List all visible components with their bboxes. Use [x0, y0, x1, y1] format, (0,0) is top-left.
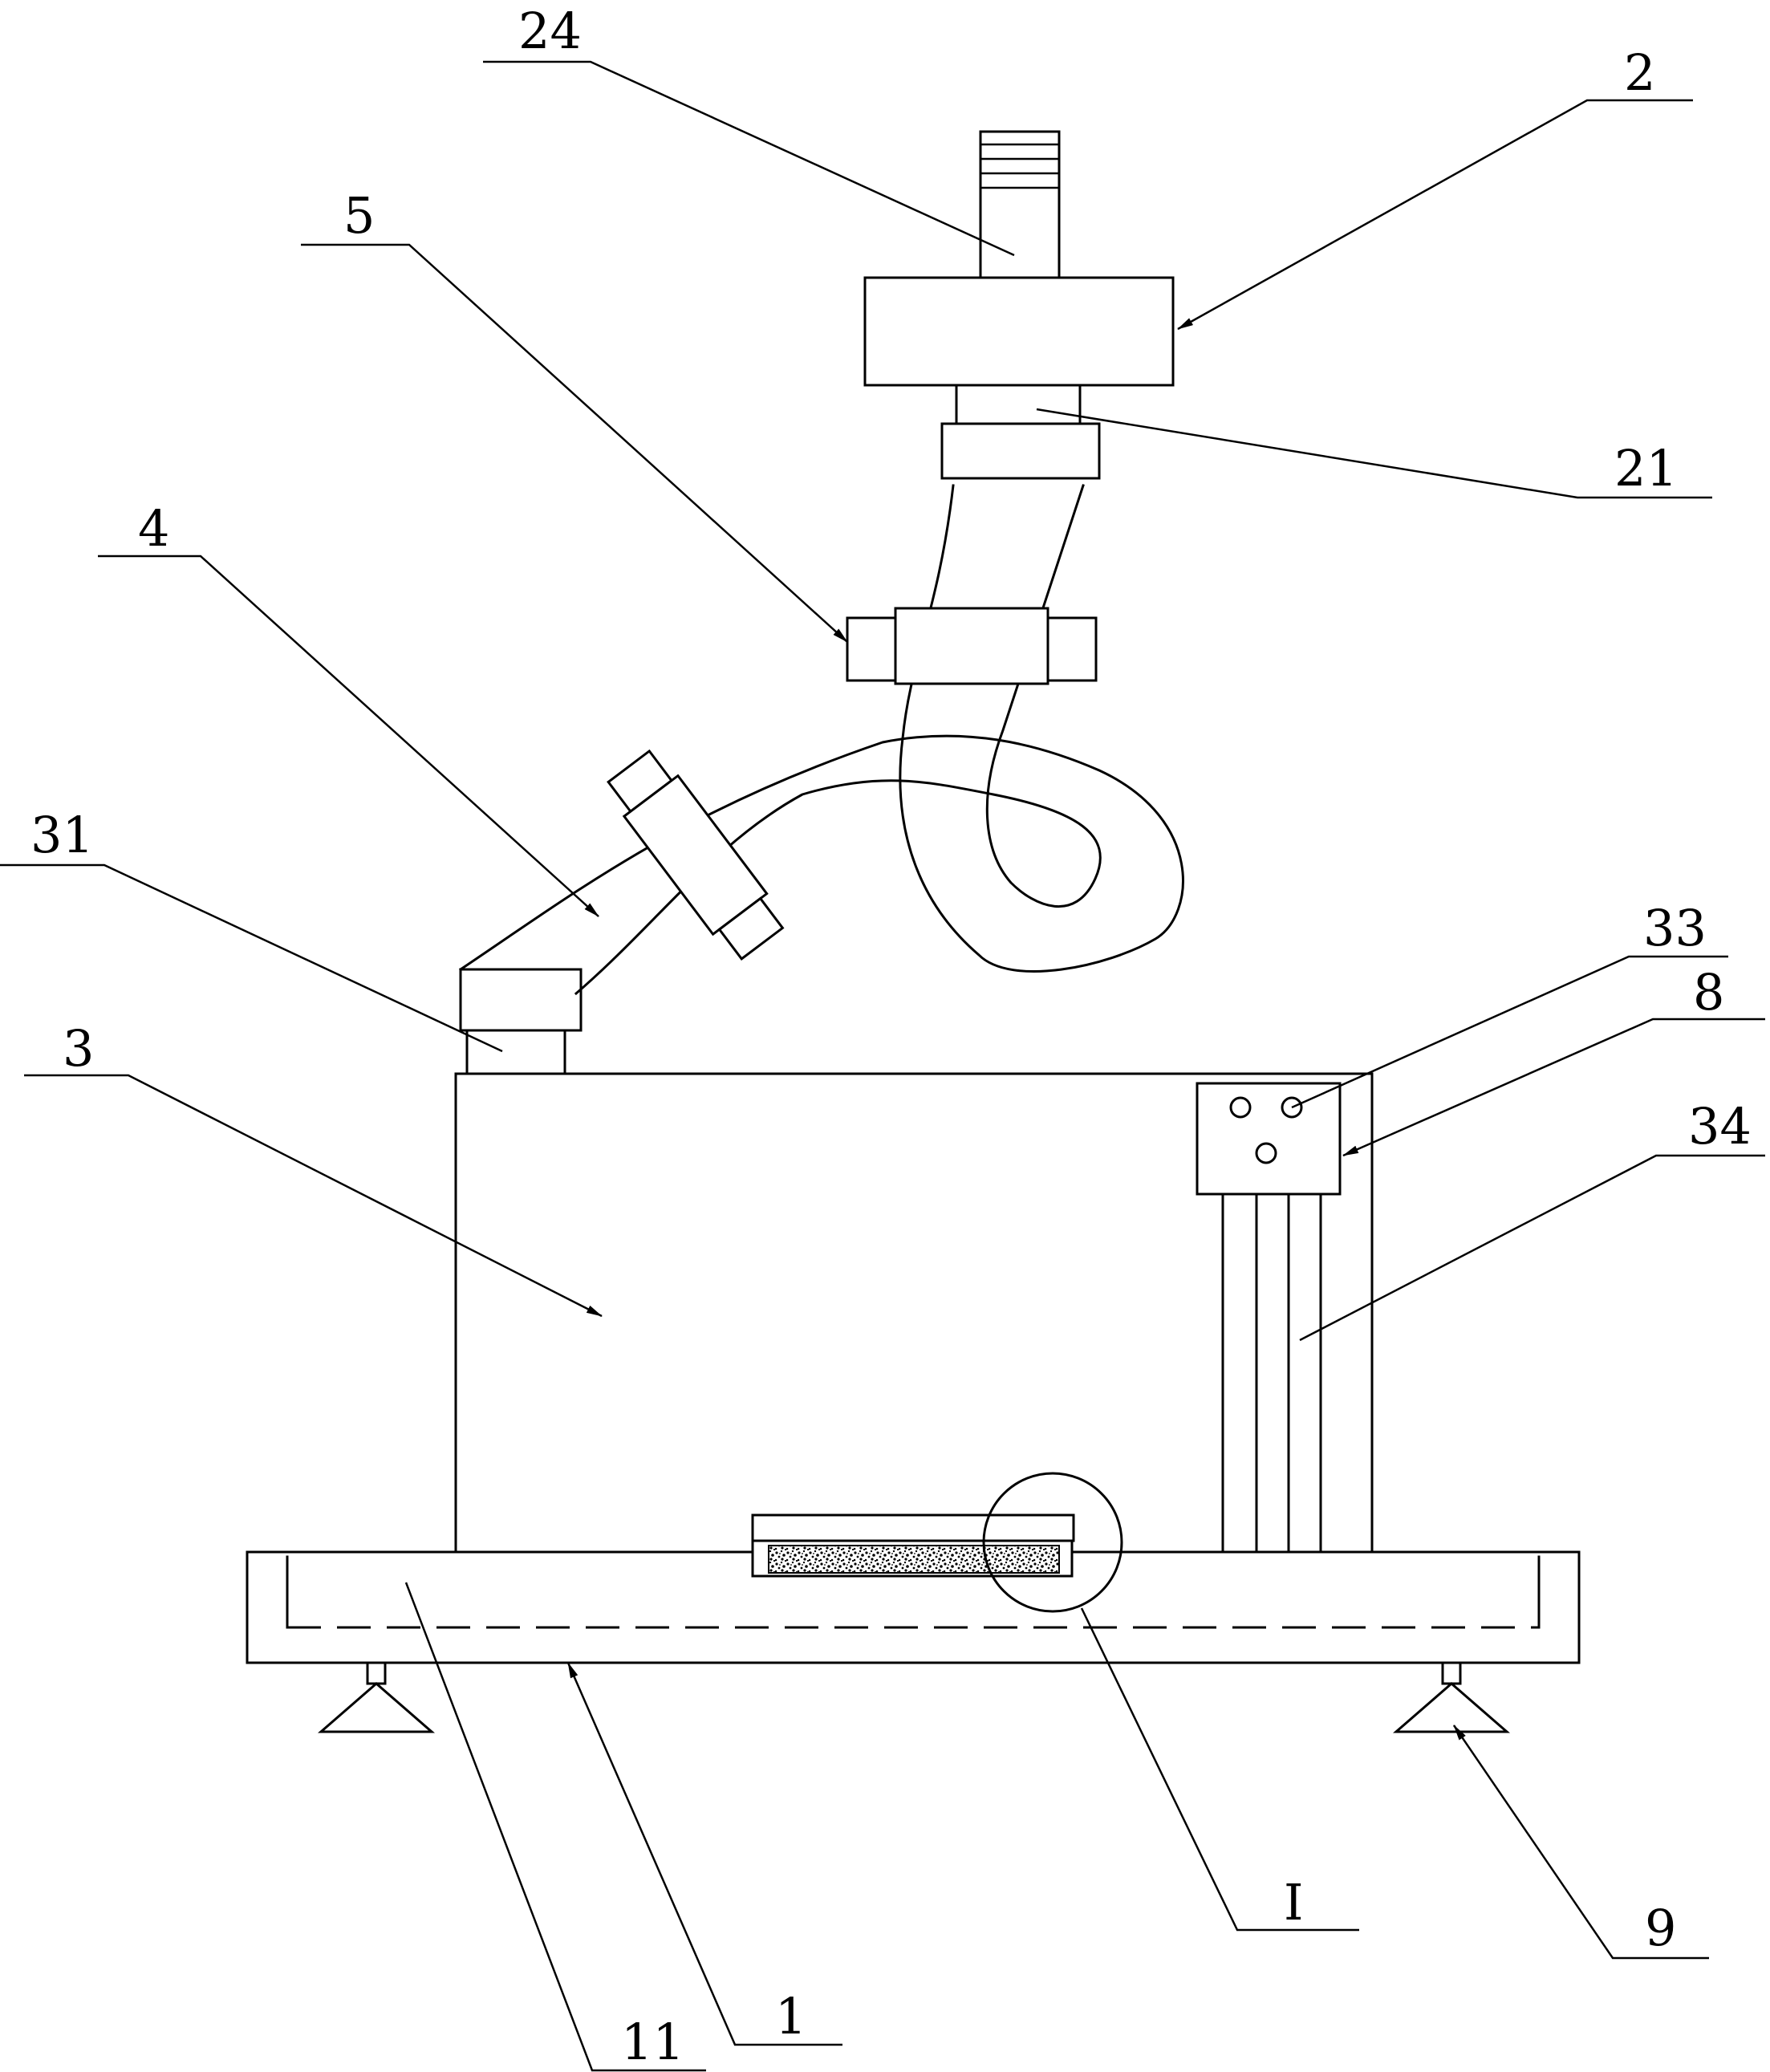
label-24: 24	[518, 2, 582, 60]
foot-right	[1392, 1661, 1511, 1733]
label-1: 1	[775, 1987, 806, 2046]
label-I: I	[1284, 1873, 1304, 1932]
label-5: 5	[343, 186, 375, 245]
detail-circle-I	[982, 1472, 1123, 1613]
hose-clamp	[846, 607, 1098, 685]
upper-unit	[863, 276, 1175, 387]
label-3: 3	[63, 1019, 94, 1078]
button-right-icon	[1281, 1096, 1303, 1119]
control-box	[1196, 1082, 1342, 1196]
pillar-rods	[1221, 1191, 1322, 1554]
knob	[979, 130, 1061, 279]
label-4: 4	[138, 499, 169, 558]
labels: 24 2 5 21 4 31 3 33 8 34 I 9 11 1	[30, 2, 1752, 2071]
heating-pad	[751, 1513, 1075, 1578]
leader-lines	[0, 60, 1765, 2072]
button-bottom-icon	[1255, 1142, 1277, 1164]
label-21: 21	[1614, 439, 1678, 498]
foot-left	[317, 1661, 436, 1733]
label-11: 11	[621, 2013, 684, 2071]
label-34: 34	[1688, 1097, 1752, 1156]
hose-top-fitting	[940, 384, 1101, 480]
label-2: 2	[1624, 43, 1655, 102]
hose-connector	[459, 968, 583, 1075]
flexible-hose	[458, 484, 1184, 996]
label-8: 8	[1693, 963, 1724, 1022]
label-31: 31	[30, 806, 94, 864]
label-9: 9	[1645, 1899, 1676, 1957]
label-33: 33	[1643, 899, 1707, 957]
button-left-icon	[1229, 1096, 1252, 1119]
hose-valve	[607, 749, 785, 961]
